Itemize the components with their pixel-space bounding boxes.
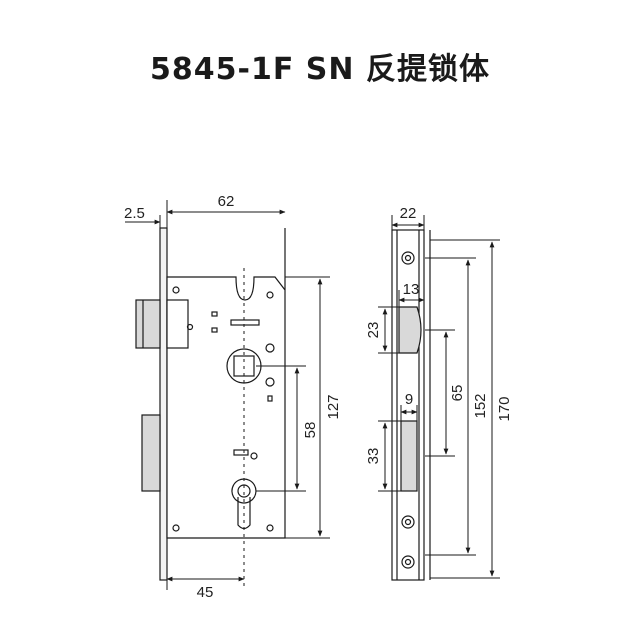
front-view	[135, 227, 286, 590]
dim-label-deadbolt-height: 33	[365, 448, 382, 465]
slot	[233, 449, 249, 456]
screw-hole	[401, 515, 415, 529]
case-body	[166, 276, 286, 539]
screw-hole	[172, 286, 180, 294]
dim-label-backset-width: 62	[218, 193, 235, 210]
side-deadbolt	[400, 420, 418, 492]
screw-hole	[401, 555, 415, 569]
latch-housing	[166, 299, 189, 349]
front-dimensions	[125, 200, 330, 590]
dim-label-handle-to-cylinder: 58	[302, 422, 319, 439]
slot	[211, 311, 218, 317]
slot	[267, 395, 273, 402]
pivot-hole	[265, 377, 275, 387]
screw-hole	[186, 323, 194, 331]
side-dimensions	[378, 215, 500, 579]
dim-label-latch-projection: 13	[403, 281, 420, 298]
deadbolt	[141, 414, 161, 492]
pivot-hole	[265, 343, 275, 353]
dim-label-center-distance: 65	[449, 385, 466, 402]
side-latch	[398, 306, 422, 354]
slot	[211, 327, 218, 333]
latch-bolt	[135, 299, 161, 349]
dim-label-faceplate-height: 170	[496, 396, 513, 421]
diagram-title: 5845-1F SN 反提锁体	[150, 52, 490, 87]
dim-label-faceplate-offset: 2.5	[124, 205, 145, 222]
dim-label-screw-distance: 152	[472, 393, 489, 418]
dim-label-faceplate-width: 22	[400, 205, 417, 222]
screw-hole	[250, 452, 258, 460]
dim-label-cylinder-backset: 45	[197, 584, 214, 601]
screw-hole	[172, 524, 180, 532]
slot	[230, 319, 260, 326]
cylinder-hole	[231, 478, 257, 504]
dim-label-latch-height: 23	[365, 322, 382, 339]
dim-label-case-height: 127	[325, 394, 342, 419]
screw-hole	[266, 524, 274, 532]
front-faceplate	[159, 227, 168, 581]
side-view	[391, 229, 431, 581]
screw-hole	[401, 251, 415, 265]
screw-hole	[266, 291, 274, 299]
dim-label-deadbolt-projection: 9	[405, 391, 413, 408]
